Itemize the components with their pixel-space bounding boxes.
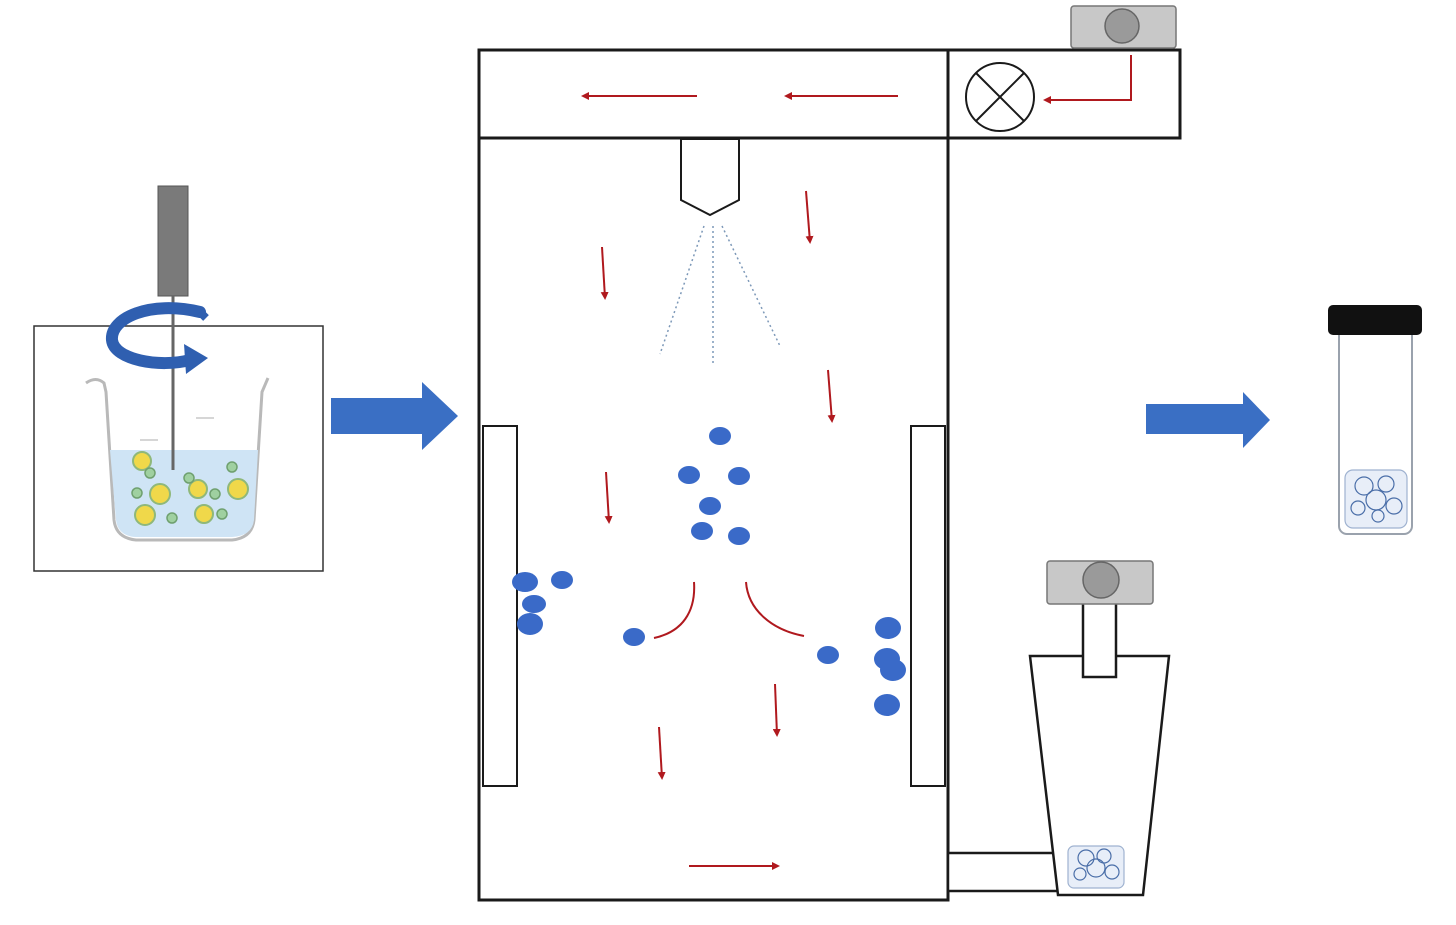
powder-icon: [1344, 469, 1408, 529]
dried-particles: [512, 427, 906, 716]
cyclone-exhaust-tube: [1081, 598, 1118, 679]
motor-icon: [1070, 5, 1177, 49]
chamber-right-panel: [910, 425, 946, 787]
particle-deflection-right: [745, 581, 805, 637]
atomizer-nozzle: [680, 138, 740, 217]
cyclone-body: [1028, 654, 1171, 897]
airflow-arrows: [581, 55, 1132, 870]
airflow-down-arrow-2: [805, 190, 814, 244]
vial-cap: [1328, 305, 1422, 335]
airflow-down-arrow-3: [827, 369, 836, 423]
motor-icon: [1046, 560, 1154, 605]
stirrer-motor-shaft: [157, 185, 189, 297]
product-vial: [1328, 305, 1422, 535]
particle-deflection-left: [653, 581, 696, 639]
hot-air-duct: [477, 48, 950, 140]
powder-icon: [1067, 845, 1125, 889]
airflow-down-arrow-5: [772, 683, 781, 737]
spray-cone: [659, 225, 781, 366]
process-arrow-to-product: [1146, 392, 1270, 448]
feed-droplets: [131, 451, 249, 526]
chamber-body: [477, 136, 950, 902]
airflow-inlet-arrow: [1043, 55, 1132, 104]
airflow-down-arrow-6: [657, 726, 666, 780]
airflow-down-arrow-1: [600, 246, 609, 300]
airflow-down-arrow-4: [604, 471, 613, 524]
rotation-arrow-icon: [106, 302, 209, 374]
drying-chamber: [477, 48, 1182, 902]
fan-cross-icon: [965, 62, 1035, 132]
feed-preparation-panel: [33, 185, 324, 572]
outlet-pipe: [946, 851, 1062, 893]
cyclone-collector: [1028, 560, 1171, 897]
chamber-left-panel: [482, 425, 518, 787]
process-arrow-feed-to-dryer: [331, 382, 458, 450]
